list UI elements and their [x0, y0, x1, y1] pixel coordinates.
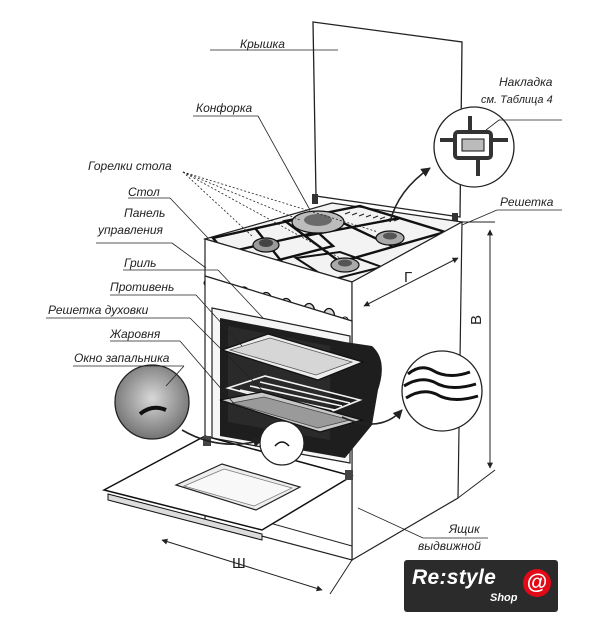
label-hob-burners: Горелки стола — [88, 159, 172, 173]
burners — [252, 210, 405, 273]
label-drawer-line2: выдвижной — [418, 539, 481, 553]
dimension-height: В — [468, 314, 486, 326]
lid — [312, 21, 463, 223]
label-ignition-window: Окно запальника — [74, 351, 170, 365]
label-oven-rack: Решетка духовки — [48, 303, 149, 317]
label-grid: Решетка — [500, 195, 554, 209]
label-burner: Конфорка — [196, 101, 253, 115]
label-panel-line2: управления — [98, 223, 163, 237]
dimension-lines — [161, 221, 496, 595]
dimension-depth: Г — [404, 269, 413, 286]
label-lid: Крышка — [240, 37, 285, 51]
logo-at-icon: @ — [523, 569, 551, 597]
label-drawer-line1: Ящик — [449, 522, 480, 536]
dimension-width: Ш — [232, 555, 246, 572]
logo-shop: Shop — [490, 592, 518, 604]
restyle-shop-logo: Re:style Shop @ — [404, 560, 558, 612]
label-baking-tray: Противень — [110, 280, 175, 294]
rack-zoom — [341, 350, 483, 432]
label-table: Стол — [128, 185, 160, 199]
ignition-window-zoom — [114, 364, 305, 466]
label-panel-line1: Панель — [124, 206, 166, 220]
label-roasting-pan: Жаровня — [110, 327, 161, 341]
baking-tray — [219, 333, 365, 381]
logo-brand: Re:style — [412, 566, 497, 589]
overlay-zoom — [389, 106, 515, 223]
label-overlay-line2: см. Таблица 4 — [481, 94, 553, 106]
leader-lines — [46, 49, 562, 539]
label-overlay-line1: Накладка — [499, 75, 553, 89]
label-grill: Гриль — [124, 256, 157, 270]
